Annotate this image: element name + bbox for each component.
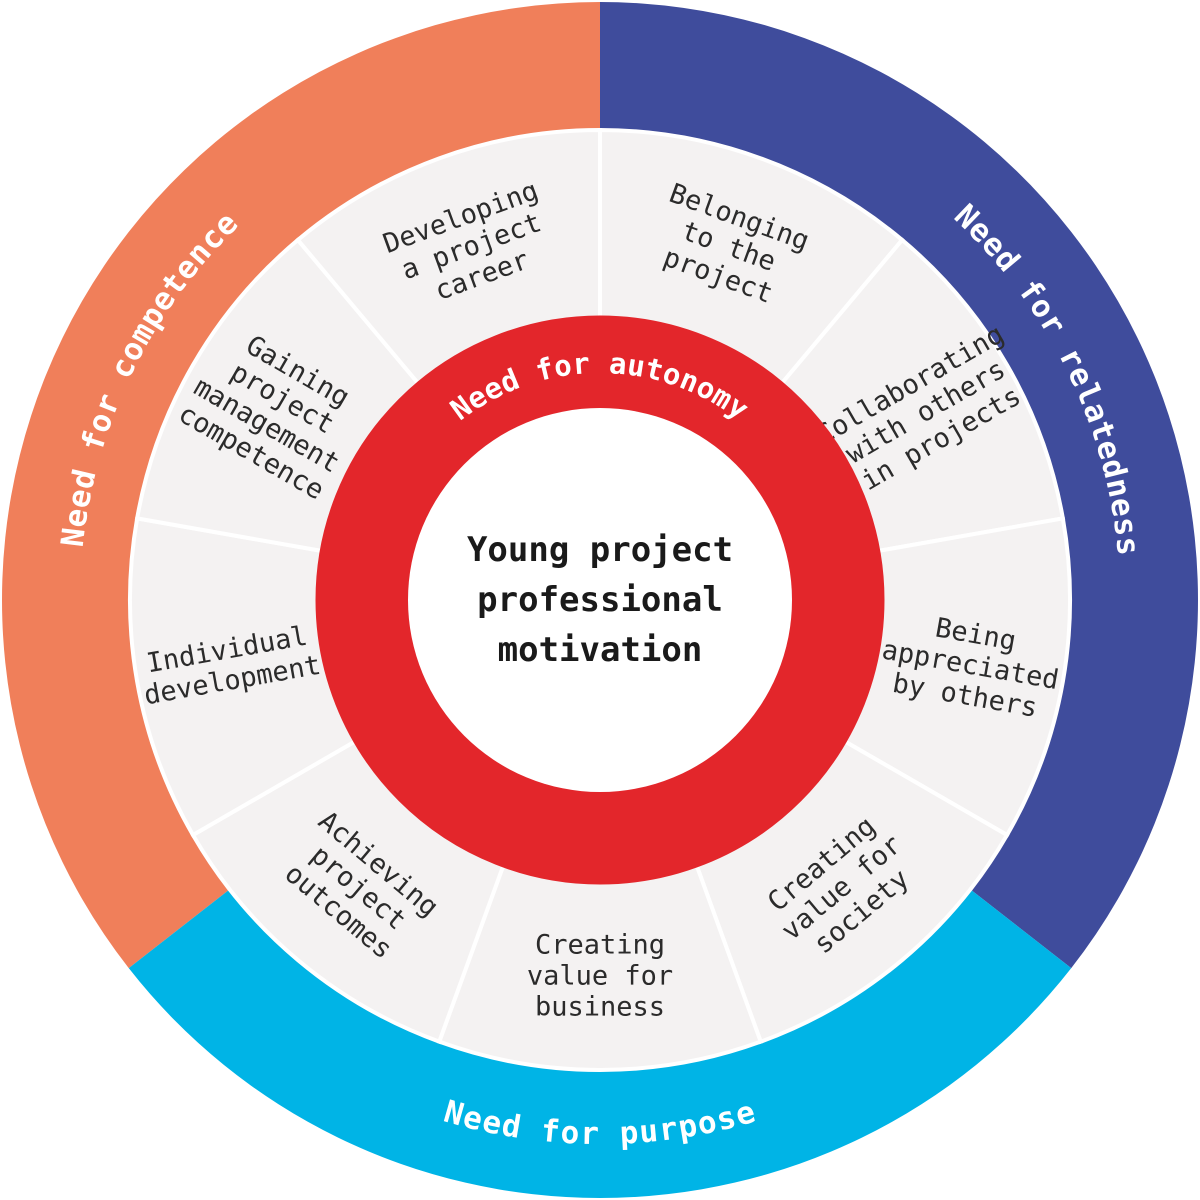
segment-line: business — [535, 992, 665, 1023]
center-circle — [408, 408, 792, 792]
need-sector-relatedness — [600, 2, 1198, 969]
center-title-line: professional — [477, 580, 723, 620]
segment-line: value for — [527, 961, 673, 992]
center-title-line: motivation — [498, 630, 703, 670]
center-title-line: Young project — [467, 530, 733, 570]
need-sector-purpose — [128, 889, 1072, 1198]
segment-line: Creating — [535, 930, 665, 961]
autonomy-band — [315, 315, 885, 885]
need-sector-competence — [1, 2, 601, 969]
center-disc: Young project professional motivation — [408, 408, 792, 792]
